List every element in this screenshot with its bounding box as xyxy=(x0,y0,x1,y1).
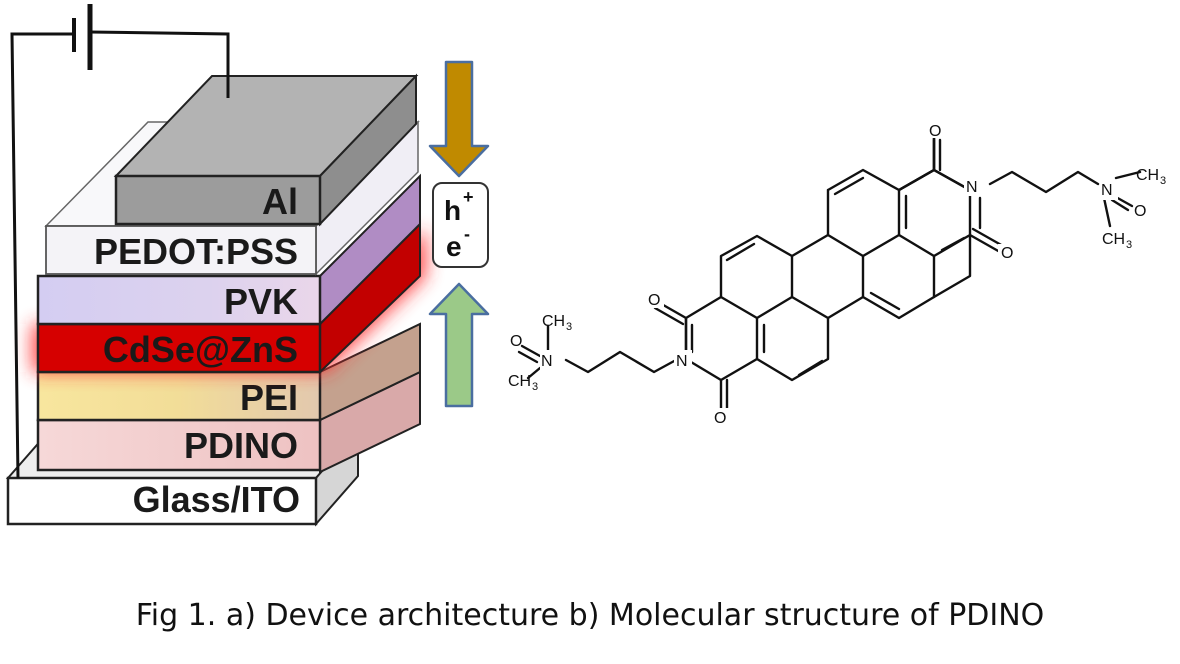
aromatic-double-bonds xyxy=(690,176,966,377)
electron-charge: - xyxy=(464,224,470,244)
carrier-box: h + e - xyxy=(432,182,489,268)
arrow-up-electron-injection xyxy=(428,282,490,408)
pdino-molecule: O N O N CH 3 O CH 3 O N O N CH 3 O CH 3 xyxy=(508,120,1166,427)
atom-nitrogen-oxide-right: N xyxy=(1101,182,1113,199)
layer-cdse-zns: CdSe@ZnS xyxy=(36,221,421,375)
figure-canvas: Glass/ITO PDINO PEI CdSe@ZnS xyxy=(5,4,1166,527)
atom-methyl-left-bottom: CH xyxy=(508,373,531,390)
layer-label-al: Al xyxy=(262,181,298,222)
layer-pei: PEI xyxy=(36,322,421,422)
atom-oxygen-right-oxide: O xyxy=(1134,203,1146,220)
layer-label-pedot-pss: PEDOT:PSS xyxy=(94,231,298,272)
atom-methyl-right-top: CH xyxy=(1136,167,1159,184)
hole-charge: + xyxy=(463,187,474,207)
layer-label-glass-ito: Glass/ITO xyxy=(133,479,300,520)
layer-label-cdse-zns: CdSe@ZnS xyxy=(103,329,298,370)
atom-oxygen-left-oxide: O xyxy=(510,333,522,350)
imide-rings xyxy=(653,138,1005,410)
hole-symbol: h xyxy=(444,195,461,226)
atom-oxygen-top: O xyxy=(929,123,941,140)
atom-nitrogen-left: N xyxy=(676,353,688,370)
circuit-wire xyxy=(10,4,230,479)
atom-methyl-left-top: CH xyxy=(542,313,565,330)
layer-pvk: PVK xyxy=(36,173,421,327)
device-stack: Glass/ITO PDINO PEI CdSe@ZnS xyxy=(5,73,426,527)
side-chains xyxy=(517,170,1142,380)
layer-al: Al xyxy=(113,73,419,227)
figure-caption: Fig 1. a) Device architecture b) Molecul… xyxy=(135,598,1045,633)
atom-labels: O N O N CH 3 O CH 3 O N O N CH 3 O CH 3 xyxy=(508,120,1166,427)
atom-methyl-sub-4: 3 xyxy=(532,381,538,393)
atom-methyl-sub-1: 3 xyxy=(1160,175,1166,187)
layer-label-pdino: PDINO xyxy=(184,425,298,466)
atom-oxygen-right: O xyxy=(1001,245,1013,262)
arrow-down-hole-injection xyxy=(428,60,490,178)
molecule-skeleton xyxy=(684,128,972,382)
atom-methyl-right-bottom: CH xyxy=(1102,231,1125,248)
atom-nitrogen-right: N xyxy=(966,179,978,196)
atom-nitrogen-oxide-left: N xyxy=(541,353,553,370)
atom-methyl-sub-3: 3 xyxy=(566,321,572,333)
atom-oxygen-left: O xyxy=(648,292,660,309)
layer-label-pei: PEI xyxy=(240,377,298,418)
electron-symbol: e xyxy=(446,231,462,262)
atom-oxygen-bottom: O xyxy=(714,410,726,427)
layer-label-pvk: PVK xyxy=(224,281,298,322)
atom-methyl-sub-2: 3 xyxy=(1126,239,1132,251)
